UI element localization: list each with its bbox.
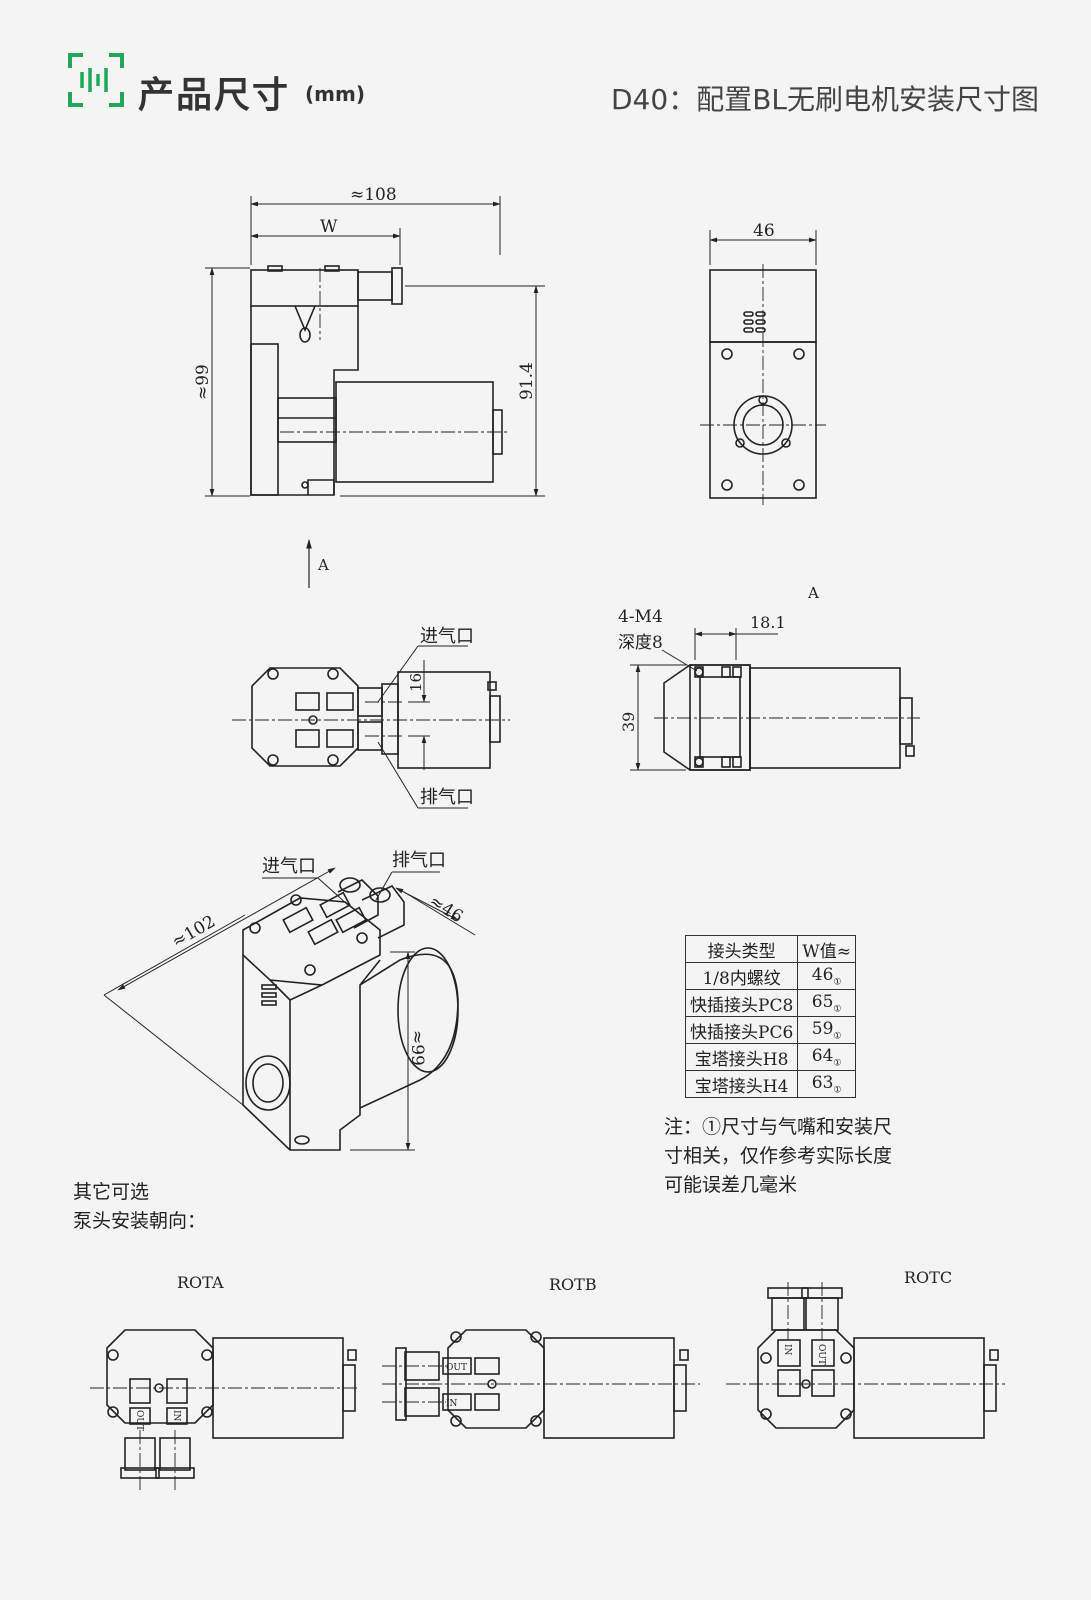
dim-height: ≈99: [193, 364, 213, 400]
iso-view: [242, 877, 459, 1151]
dim-iso-width: ≈46: [425, 891, 466, 927]
thread-label: 4-M4: [618, 607, 663, 627]
table-cell: 64①: [797, 1043, 856, 1071]
table-header: W值≈: [797, 935, 856, 963]
connector-spec-table: 接头类型 W值≈ 1/8内螺纹 46① 快插接头PC8 65① 快插接头PC6 …: [684, 935, 856, 1098]
rotc-view: [757, 1287, 999, 1439]
dim-iso-height: ≈99: [407, 1030, 427, 1066]
table-cell: 65①: [797, 989, 856, 1017]
table-cell: 46①: [797, 962, 856, 990]
unit-label: (mm): [305, 82, 365, 106]
dim-total-width: ≈108: [350, 185, 397, 205]
note-line: 注：①尺寸与气嘴和安装尺: [664, 1116, 893, 1138]
table-cell: 1/8内螺纹: [684, 962, 799, 990]
table-row: 宝塔接头H4 63①: [684, 1070, 856, 1098]
table-row: 快插接头PC6 59①: [684, 1016, 856, 1044]
top-inlet-label: 进气口: [420, 626, 474, 647]
rotc-in-port: IN: [782, 1344, 792, 1356]
table-cell: 快插接头PC6: [684, 1016, 799, 1044]
note-line: 寸相关，仅作参考实际长度: [664, 1145, 893, 1167]
table-cell: 宝塔接头H4: [684, 1070, 799, 1098]
table-cell: 快插接头PC8: [684, 989, 799, 1017]
top-view: [251, 667, 501, 769]
iso-outlet-label: 排气口: [392, 850, 446, 871]
other-options-line: 泵头安装朝向：: [73, 1210, 207, 1232]
rotc-out-port: OUT: [816, 1344, 826, 1365]
ruler-scan-icon: [68, 53, 124, 107]
rotb-label: ROTB: [549, 1275, 597, 1294]
dim-port-spacing: 16: [407, 673, 425, 692]
dim-height-2: 91.4: [517, 362, 537, 400]
note-text: 注：①尺寸与气嘴和安装尺 寸相关，仅作参考实际长度 可能误差几毫米: [664, 1113, 893, 1200]
dim-front-width: 46: [753, 221, 775, 241]
view-a: [663, 664, 915, 771]
view-a-marker: A: [317, 556, 329, 574]
table-cell: 宝塔接头H8: [684, 1043, 799, 1071]
other-options-line: 其它可选: [73, 1181, 150, 1203]
dim-offset: 18.1: [750, 613, 786, 632]
table-header: 接头类型: [684, 935, 799, 963]
table-cell: 59①: [797, 1016, 856, 1044]
page-subtitle: D40：配置BL无刷电机安装尺寸图: [611, 83, 1039, 116]
view-a-label: A: [807, 584, 819, 602]
top-outlet-label: 排气口: [420, 787, 474, 808]
rotb-in-port: IN: [446, 1399, 458, 1409]
rota-view: [106, 1329, 357, 1479]
dim-w: W: [320, 217, 338, 237]
table-row: 宝塔接头H8 64①: [684, 1043, 856, 1071]
dim-view-a-height: 39: [619, 712, 638, 732]
depth-label: 深度8: [618, 633, 663, 653]
note-line: 可能误差几毫米: [664, 1174, 798, 1196]
rota-label: ROTA: [177, 1273, 224, 1292]
table-row: 快插接头PC8 65①: [684, 989, 856, 1017]
table-cell: 63①: [797, 1070, 856, 1098]
page-title: 产品尺寸: [138, 75, 291, 116]
rota-in-port: IN: [171, 1410, 181, 1422]
dim-iso-length: ≈102: [169, 912, 219, 953]
other-options-text: 其它可选 泵头安装朝向：: [73, 1178, 206, 1236]
rota-out-port: OUT: [134, 1410, 144, 1431]
rotc-label: ROTC: [904, 1268, 952, 1287]
table-header-row: 接头类型 W值≈: [684, 935, 856, 963]
iso-inlet-label: 进气口: [262, 856, 316, 877]
table-row: 1/8内螺纹 46①: [684, 962, 856, 990]
side-view: [250, 265, 503, 496]
rotb-out-port: OUT: [446, 1363, 467, 1373]
